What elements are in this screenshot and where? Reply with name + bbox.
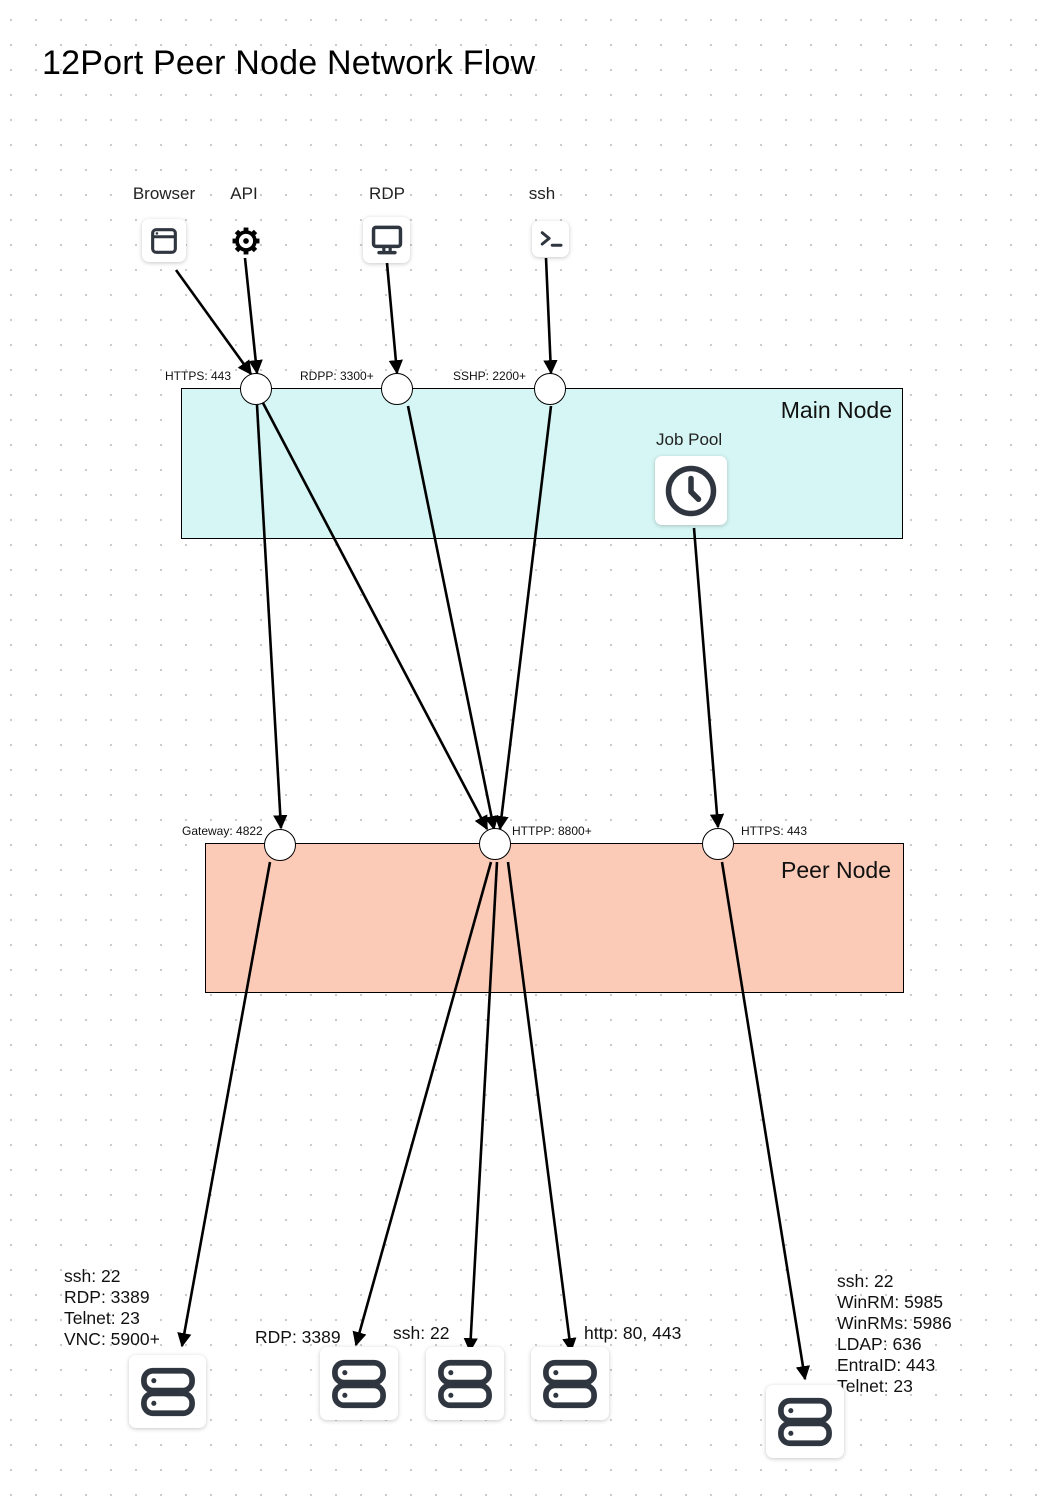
client-label-ssh: ssh — [528, 184, 556, 203]
server-icon — [332, 1359, 386, 1408]
target-label-http: http: 80, 443 — [584, 1323, 682, 1343]
peer-node-box[interactable]: Peer Node — [205, 843, 904, 993]
browser-window-icon — [151, 227, 177, 254]
terminal-icon — [540, 231, 562, 247]
port-httpp[interactable] — [479, 828, 511, 860]
flow-api-to-https[interactable] — [243, 257, 263, 375]
browser-client[interactable] — [142, 219, 186, 262]
monitor-icon — [371, 225, 402, 255]
server-icon — [778, 1397, 832, 1446]
target-server-1[interactable] — [129, 1355, 206, 1428]
port-label-peer-https: HTTPS: 443 — [741, 824, 808, 838]
server-icon — [543, 1359, 597, 1408]
client-label-rdp: RDP — [369, 184, 405, 203]
target-server-ssh[interactable] — [426, 1347, 504, 1420]
peer-node-title: Peer Node — [781, 857, 891, 883]
target-server-5[interactable] — [766, 1385, 844, 1458]
target-label-5: ssh: 22 WinRM: 5985 WinRMs: 5986 LDAP: 6… — [837, 1271, 952, 1396]
target-label-1: ssh: 22 RDP: 3389 Telnet: 23 VNC: 5900+ — [64, 1266, 160, 1349]
client-label-api: API — [230, 184, 258, 203]
flow-ssh-to-sshp[interactable] — [543, 257, 558, 375]
port-label-sshp: SSHP: 2200+ — [453, 369, 527, 383]
ssh-client[interactable] — [532, 221, 569, 257]
port-https-443[interactable] — [240, 373, 272, 405]
target-label-ssh: ssh: 22 — [393, 1323, 450, 1343]
flow-jobpool-to-peer-https[interactable] — [692, 527, 725, 829]
job-pool-label: Job Pool — [656, 430, 723, 449]
main-node-title: Main Node — [780, 397, 892, 423]
gear-icon — [232, 227, 260, 255]
api-client[interactable] — [229, 224, 263, 258]
port-rdpp[interactable] — [381, 373, 413, 405]
clock-icon — [665, 465, 717, 516]
client-label-browser: Browser — [132, 184, 196, 203]
server-icon — [438, 1359, 492, 1408]
port-gateway[interactable] — [264, 829, 296, 861]
flow-browser-to-https[interactable] — [174, 269, 253, 376]
rdp-client[interactable] — [363, 217, 410, 263]
main-node-box[interactable]: Main Node — [181, 388, 903, 539]
diagram-title: 12Port Peer Node Network Flow — [42, 44, 536, 82]
target-server-http[interactable] — [531, 1347, 609, 1420]
port-label-rdpp: RDPP: 3300+ — [300, 369, 374, 383]
target-label-rdp: RDP: 3389 — [255, 1327, 341, 1347]
job-pool[interactable] — [655, 456, 727, 525]
port-label-gateway: Gateway: 4822 — [182, 824, 263, 838]
port-label-https-443: HTTPS: 443 — [165, 369, 232, 383]
port-label-httpp: HTTPP: 8800+ — [512, 824, 592, 838]
port-sshp[interactable] — [534, 373, 566, 405]
port-peer-https[interactable] — [702, 828, 734, 860]
server-icon — [140, 1367, 195, 1416]
target-server-rdp[interactable] — [320, 1347, 398, 1420]
flow-rdp-to-rdpp[interactable] — [385, 262, 403, 375]
